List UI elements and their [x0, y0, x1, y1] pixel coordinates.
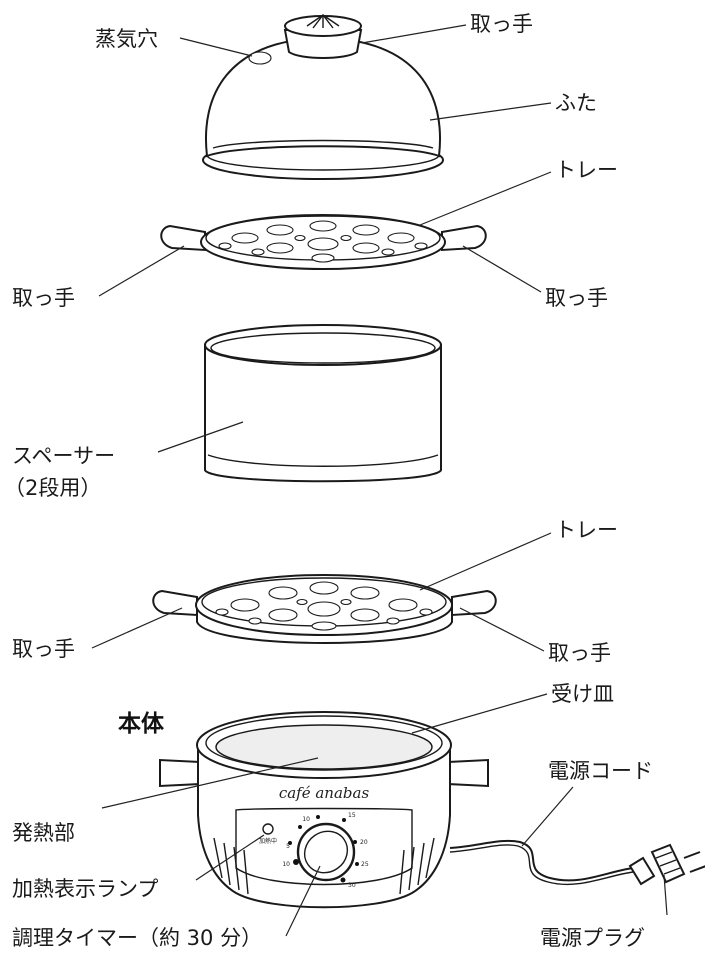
label-tray-upper: トレー	[555, 158, 618, 182]
dial-num-20: 20	[360, 839, 368, 846]
lower-tray	[152, 574, 497, 644]
dial-num-15: 15	[348, 812, 356, 819]
label-lid: ふた	[555, 91, 597, 115]
label-steam-hole: 蒸気穴	[95, 27, 158, 51]
upper-tray	[160, 214, 487, 270]
timer-dial: 5 10 15 20 25 30 10	[282, 812, 368, 889]
lid	[202, 13, 444, 180]
main-body: café anabas 加熱中 5 10 15 20 25 30 10	[159, 711, 705, 909]
label-handle-upper-left: 取っ手	[12, 286, 75, 310]
label-lid-handle: 取っ手	[470, 12, 533, 36]
label-handle-lower-right: 取っ手	[548, 641, 611, 665]
label-power-cord: 電源コード	[548, 759, 653, 783]
lid-knob	[283, 13, 363, 59]
dial-num-5: 5	[286, 843, 290, 850]
label-heat-lamp: 加熱表示ランプ	[12, 877, 158, 901]
label-power-plug: 電源プラグ	[540, 926, 645, 950]
label-spacer: スペーサー	[12, 444, 115, 468]
power-cord	[449, 839, 634, 882]
label-handle-lower-left: 取っ手	[12, 637, 75, 661]
leader-lines	[91, 24, 668, 937]
label-handle-upper-right: 取っ手	[545, 286, 608, 310]
lamp-caption: 加熱中	[259, 837, 277, 845]
heat-indicator-lamp	[262, 823, 274, 835]
label-drip-tray: 受け皿	[551, 682, 614, 706]
label-timer: 調理タイマー（約 30 分）	[12, 926, 262, 950]
dial-num-10: 10	[302, 816, 310, 823]
spacer	[204, 324, 442, 483]
steam-hole	[248, 51, 272, 65]
dial-num-25: 25	[361, 861, 369, 868]
label-tray-lower: トレー	[555, 518, 618, 542]
dial-num-10-low: 10	[282, 861, 290, 868]
brand-logo: café anabas	[279, 784, 370, 802]
dial-num-30: 30	[348, 882, 356, 889]
label-spacer-note: （2段用）	[4, 476, 101, 500]
label-main-body: 本体	[118, 711, 165, 737]
power-plug	[628, 843, 705, 886]
label-heating-part: 発熱部	[12, 821, 75, 845]
